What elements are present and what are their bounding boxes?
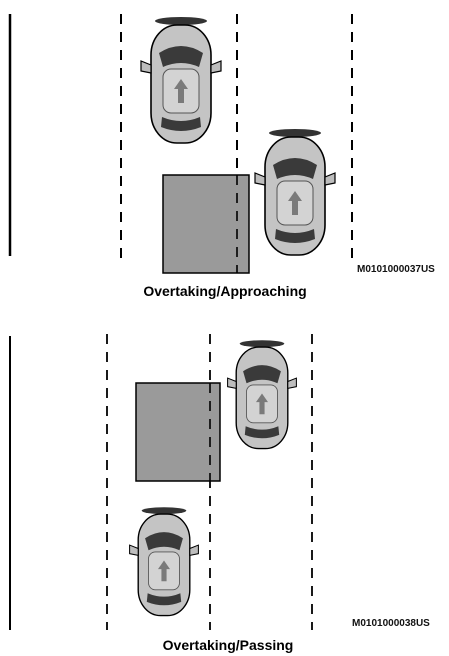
blind-spot-zone (135, 382, 221, 482)
figure-caption: Overtaking/Passing (163, 637, 294, 653)
figure-passing: M0101000038US Overtaking/Passing (9, 334, 430, 653)
host-vehicle (140, 16, 222, 144)
host-vehicle (128, 506, 200, 617)
blind-spot-zone (162, 174, 250, 274)
figure-approaching: M0101000037US Overtaking/Approaching (8, 14, 435, 299)
figure-code: M0101000037US (357, 264, 435, 275)
overtaking-vehicle (226, 339, 298, 450)
overtaking-vehicle (254, 128, 336, 256)
figure-code: M0101000038US (352, 618, 430, 629)
figure-caption: Overtaking/Approaching (143, 283, 306, 299)
